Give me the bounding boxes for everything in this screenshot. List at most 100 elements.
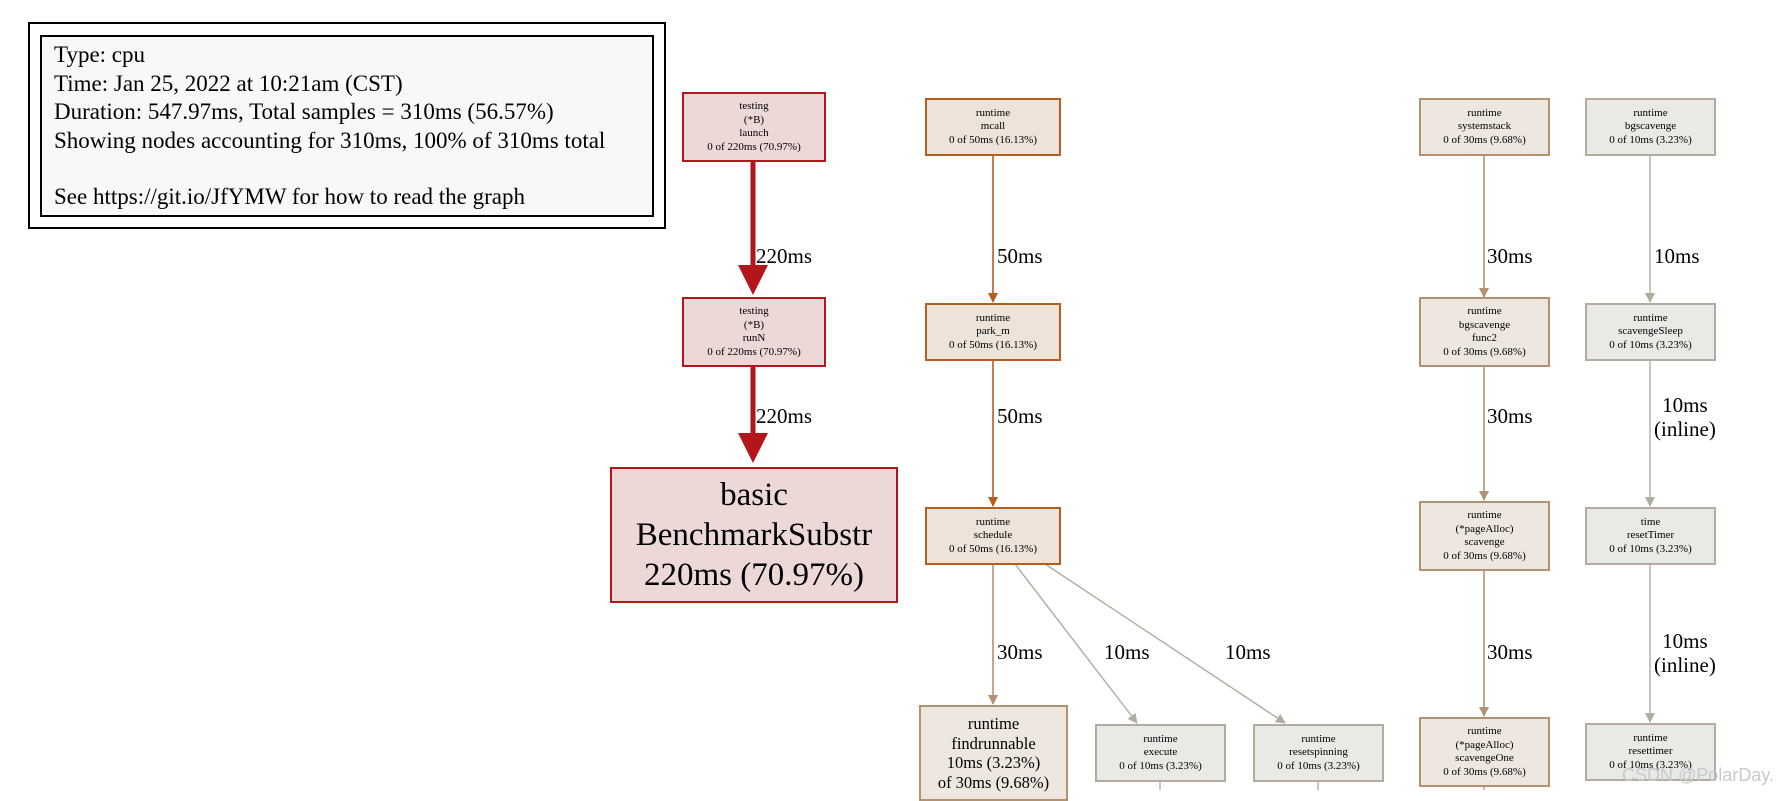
- node-func: bgscavenge: [1458, 318, 1511, 331]
- node-runtime-resettimer[interactable]: runtime resettimer 0 of 10ms (3.23%): [1585, 723, 1716, 781]
- node-runtime-execute[interactable]: runtime execute 0 of 10ms (3.23%): [1095, 724, 1226, 782]
- node-recv: (*B): [743, 113, 765, 126]
- node-cost: 0 of 10ms (3.23%): [1609, 758, 1692, 771]
- edge-label-func2-scavenge: 30ms: [1487, 404, 1533, 428]
- node-flat: 10ms (3.23%): [946, 753, 1041, 772]
- node-func: scavengeOne: [1455, 752, 1514, 764]
- edge-schedule-resetspinning: [1044, 563, 1286, 724]
- node-runtime-bgscavenge-func2[interactable]: runtime bgscavenge func2 0 of 30ms (9.68…: [1419, 297, 1550, 367]
- node-cost: 0 of 10ms (3.23%): [1609, 338, 1692, 351]
- node-cost: of 30ms (9.68%): [937, 772, 1050, 792]
- node-closure: func2: [1471, 332, 1498, 344]
- node-runtime-park-m[interactable]: runtime park_m 0 of 50ms (16.13%): [925, 303, 1061, 361]
- node-func: BenchmarkSubstr: [635, 517, 873, 553]
- node-cost: 0 of 10ms (3.23%): [1609, 133, 1692, 146]
- edge-schedule-execute: [1014, 563, 1138, 724]
- node-time-resettimer[interactable]: time resetTimer 0 of 10ms (3.23%): [1585, 507, 1716, 565]
- node-cost: 0 of 50ms (16.13%): [949, 133, 1037, 146]
- node-func: resettimer: [1628, 745, 1673, 758]
- node-func: mcall: [980, 120, 1006, 133]
- edge-label-park-schedule: 50ms: [997, 404, 1043, 428]
- node-pkg: runtime: [1467, 106, 1502, 119]
- legend-spacer: [54, 155, 652, 183]
- edge-label-systemstack-func2: 30ms: [1487, 244, 1533, 268]
- node-cost: 220ms (70.97%): [644, 557, 864, 593]
- node-runtime-pagealloc-scavengeone[interactable]: runtime (*pageAlloc) scavengeOne 0 of 30…: [1419, 717, 1550, 787]
- node-recv: (*pageAlloc): [1455, 522, 1514, 535]
- edge-label-inline: (inline): [1654, 653, 1716, 677]
- node-pkg: basic: [720, 477, 788, 513]
- node-cost: 0 of 30ms (9.68%): [1443, 549, 1526, 562]
- node-func: scavenge: [1464, 536, 1505, 548]
- node-func: park_m: [976, 325, 1010, 338]
- node-pkg: runtime: [1467, 725, 1502, 737]
- node-cost: 0 of 10ms (3.23%): [1609, 542, 1692, 555]
- node-cost: 0 of 10ms (3.23%): [1277, 759, 1360, 772]
- node-runtime-pagealloc-scavenge[interactable]: runtime (*pageAlloc) scavenge 0 of 30ms …: [1419, 501, 1550, 571]
- node-basic-benchmarksubstr[interactable]: basic BenchmarkSubstr 220ms (70.97%): [610, 467, 898, 603]
- node-func: schedule: [973, 529, 1013, 542]
- edge-label-runN-bench: 220ms: [756, 404, 813, 428]
- node-pkg: runtime: [967, 714, 1020, 733]
- edge-label-schedule-findrunnable: 30ms: [997, 640, 1043, 664]
- node-recv: (*pageAlloc): [1455, 738, 1514, 751]
- node-func: resetTimer: [1626, 529, 1675, 542]
- node-testing-runN[interactable]: testing (*B) runN 0 of 220ms (70.97%): [682, 297, 826, 367]
- node-cost: 0 of 220ms (70.97%): [707, 345, 801, 358]
- edge-label-mcall-park: 50ms: [997, 244, 1043, 268]
- node-func: runN: [742, 332, 766, 344]
- edge-label-bgscavenge-sleep: 10ms: [1654, 244, 1700, 268]
- node-cost: 0 of 30ms (9.68%): [1443, 345, 1526, 358]
- edge-label-inline: (inline): [1654, 417, 1716, 441]
- node-pkg: runtime: [975, 515, 1011, 528]
- node-testing-launch[interactable]: testing (*B) launch 0 of 220ms (70.97%): [682, 92, 826, 162]
- node-pkg: runtime: [1467, 509, 1502, 521]
- watermark: CSDN @PolarDay.: [1622, 765, 1774, 785]
- node-func: resetspinning: [1289, 746, 1348, 759]
- node-func: systemstack: [1457, 120, 1512, 133]
- edge-label-cost: 10ms: [1662, 629, 1708, 653]
- node-pkg: time: [1640, 515, 1661, 528]
- node-runtime-schedule[interactable]: runtime schedule 0 of 50ms (16.13%): [925, 507, 1061, 565]
- legend-box: Type: cpu Time: Jan 25, 2022 at 10:21am …: [40, 35, 654, 217]
- node-cost: 0 of 50ms (16.13%): [949, 542, 1037, 555]
- legend-time: Time: Jan 25, 2022 at 10:21am (CST): [54, 70, 403, 96]
- node-pkg: runtime: [1301, 732, 1336, 745]
- node-func: scavengeSleep: [1618, 325, 1683, 338]
- node-pkg: runtime: [1633, 311, 1668, 324]
- node-cost: 0 of 30ms (9.68%): [1443, 133, 1526, 146]
- node-runtime-findrunnable[interactable]: runtime findrunnable 10ms (3.23%) of 30m…: [919, 705, 1068, 801]
- edge-label-scavenge-scavengeone: 30ms: [1487, 640, 1533, 664]
- legend-help-link[interactable]: See https://git.io/JfYMW for how to read…: [54, 184, 525, 209]
- legend-showing: Showing nodes accounting for 310ms, 100%…: [54, 127, 606, 153]
- node-recv: (*B): [743, 318, 765, 331]
- legend-duration: Duration: 547.97ms, Total samples = 310m…: [54, 99, 554, 124]
- node-runtime-systemstack[interactable]: runtime systemstack 0 of 30ms (9.68%): [1419, 98, 1550, 156]
- node-func: execute: [1143, 746, 1178, 759]
- node-runtime-bgscavenge[interactable]: runtime bgscavenge 0 of 10ms (3.23%): [1585, 98, 1716, 156]
- node-runtime-scavengesleep[interactable]: runtime scavengeSleep 0 of 10ms (3.23%): [1585, 303, 1716, 361]
- node-cost: 0 of 220ms (70.97%): [707, 140, 801, 153]
- node-func: bgscavenge: [1624, 120, 1677, 133]
- node-pkg: runtime: [975, 311, 1011, 324]
- node-runtime-mcall[interactable]: runtime mcall 0 of 50ms (16.13%): [925, 98, 1061, 156]
- node-runtime-resetspinning[interactable]: runtime resetspinning 0 of 10ms (3.23%): [1253, 724, 1384, 782]
- node-cost: 0 of 30ms (9.68%): [1443, 765, 1526, 778]
- node-pkg: testing: [739, 100, 769, 112]
- legend-type: Type: cpu: [54, 42, 146, 67]
- node-pkg: runtime: [975, 106, 1011, 119]
- node-pkg: testing: [739, 305, 769, 317]
- edge-label-cost: 10ms: [1662, 393, 1708, 417]
- edge-label-sleep-timer: 10ms (inline): [1654, 393, 1716, 441]
- edge-label-schedule-execute: 10ms: [1104, 640, 1150, 664]
- edge-label-launch-runN: 220ms: [756, 244, 813, 268]
- node-func: findrunnable: [951, 733, 1036, 753]
- node-pkg: runtime: [1143, 732, 1178, 745]
- node-pkg: runtime: [1467, 305, 1502, 317]
- node-pkg: runtime: [1633, 106, 1668, 119]
- edge-label-timer-resettimer: 10ms (inline): [1654, 629, 1716, 677]
- node-pkg: runtime: [1633, 731, 1668, 744]
- edge-label-schedule-resetspinning: 10ms: [1225, 640, 1271, 664]
